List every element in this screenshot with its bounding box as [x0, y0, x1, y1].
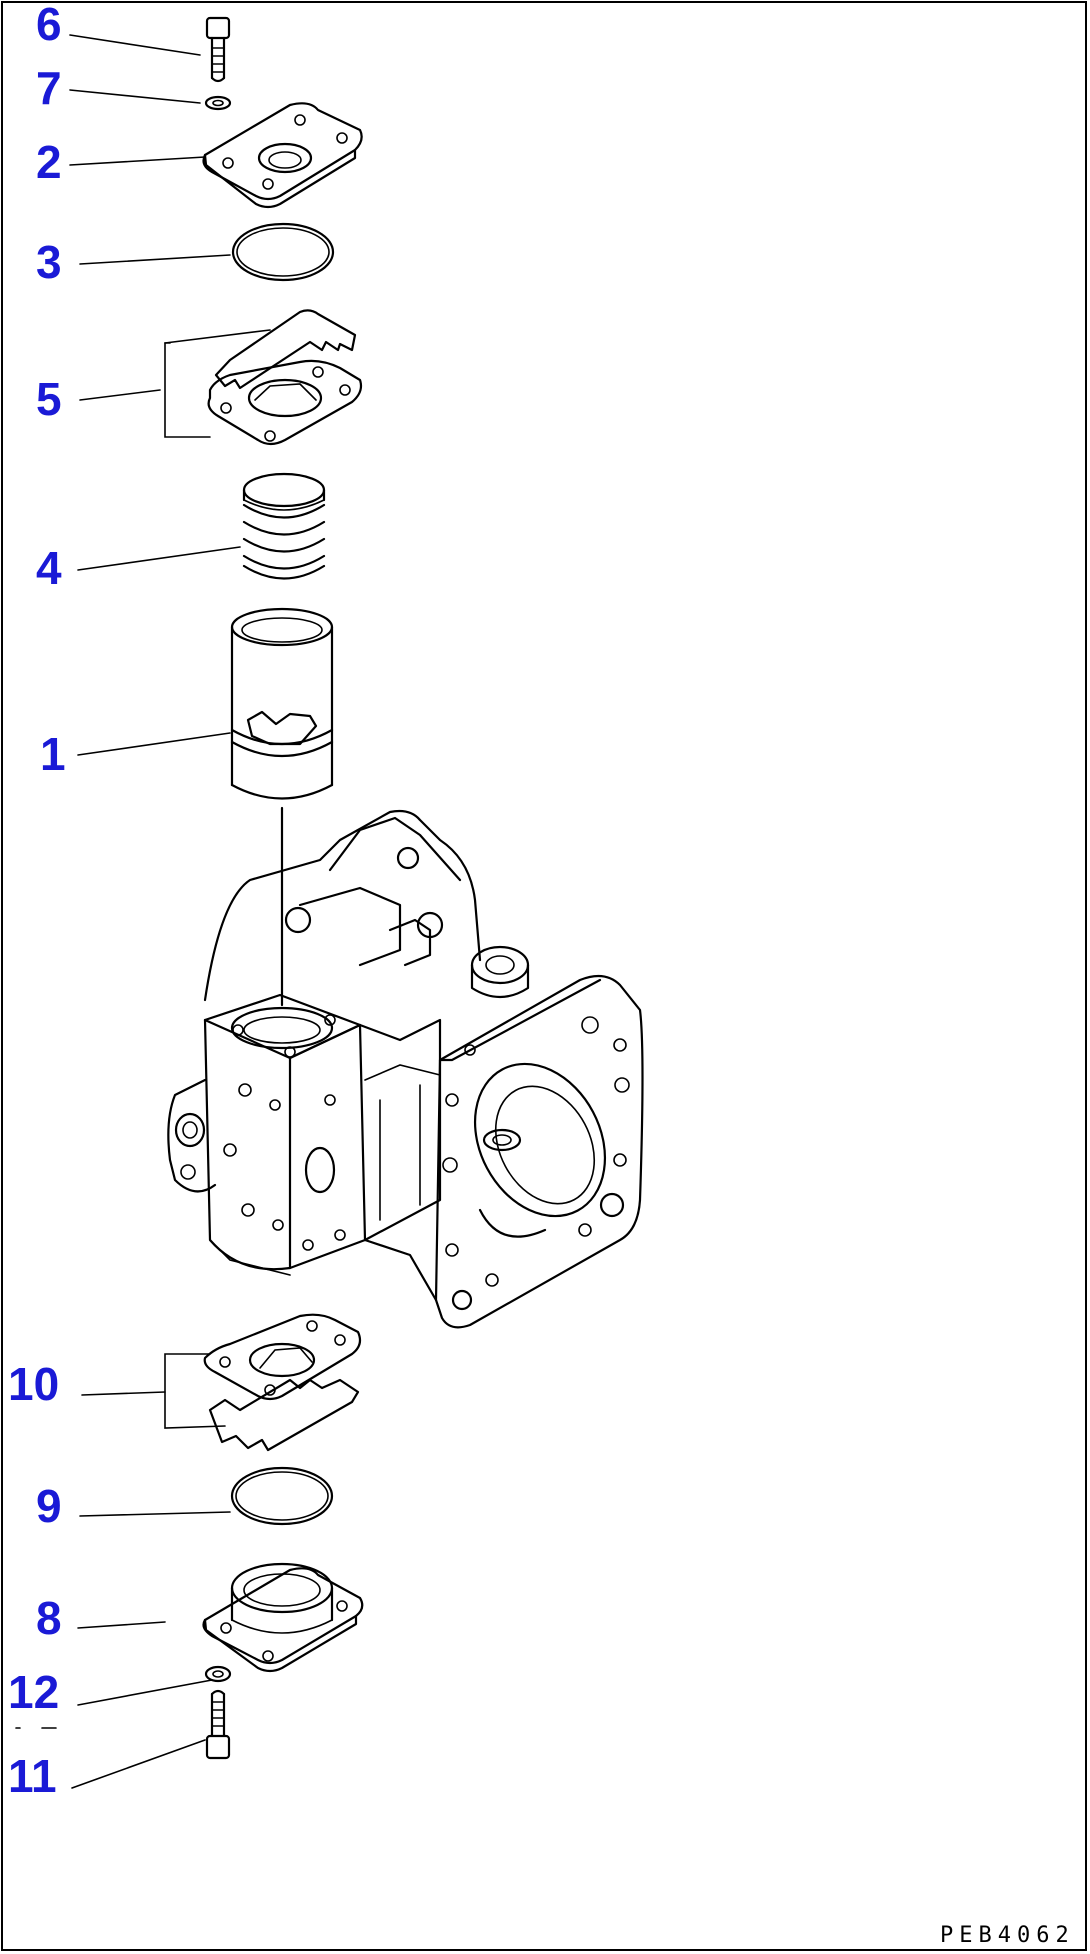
leader-lines [15, 34, 271, 1789]
drawing-number: PEB4062 [940, 1923, 1075, 1948]
o-ring-icon [230, 1466, 334, 1526]
callout-8: 8 [36, 1592, 62, 1644]
callout-4: 4 [36, 542, 62, 594]
callout-1: 1 [40, 728, 66, 780]
spool-icon [230, 607, 334, 1007]
callout-7: 7 [36, 62, 62, 114]
callout-3: 3 [36, 236, 62, 288]
gasket-set-icon [207, 309, 363, 446]
callout-10: 10 [8, 1358, 59, 1410]
callout-2: 2 [36, 136, 62, 188]
callout-12: 12 [8, 1666, 59, 1718]
washer-icon [204, 1665, 232, 1683]
callout-9: 9 [36, 1480, 62, 1532]
o-ring-icon [231, 222, 335, 282]
cover-icon [202, 102, 363, 209]
bolt-icon [205, 1689, 231, 1760]
gasket-set-icon [203, 1313, 362, 1452]
callout-11: 11 [8, 1750, 57, 1802]
washer-icon [204, 95, 232, 111]
callout-6: 6 [36, 0, 62, 50]
spring-icon [242, 472, 326, 580]
cover-with-port-icon [202, 1562, 364, 1673]
valve-body-icon [167, 809, 644, 1329]
callout-5: 5 [36, 373, 62, 425]
bolt-icon [205, 16, 231, 83]
